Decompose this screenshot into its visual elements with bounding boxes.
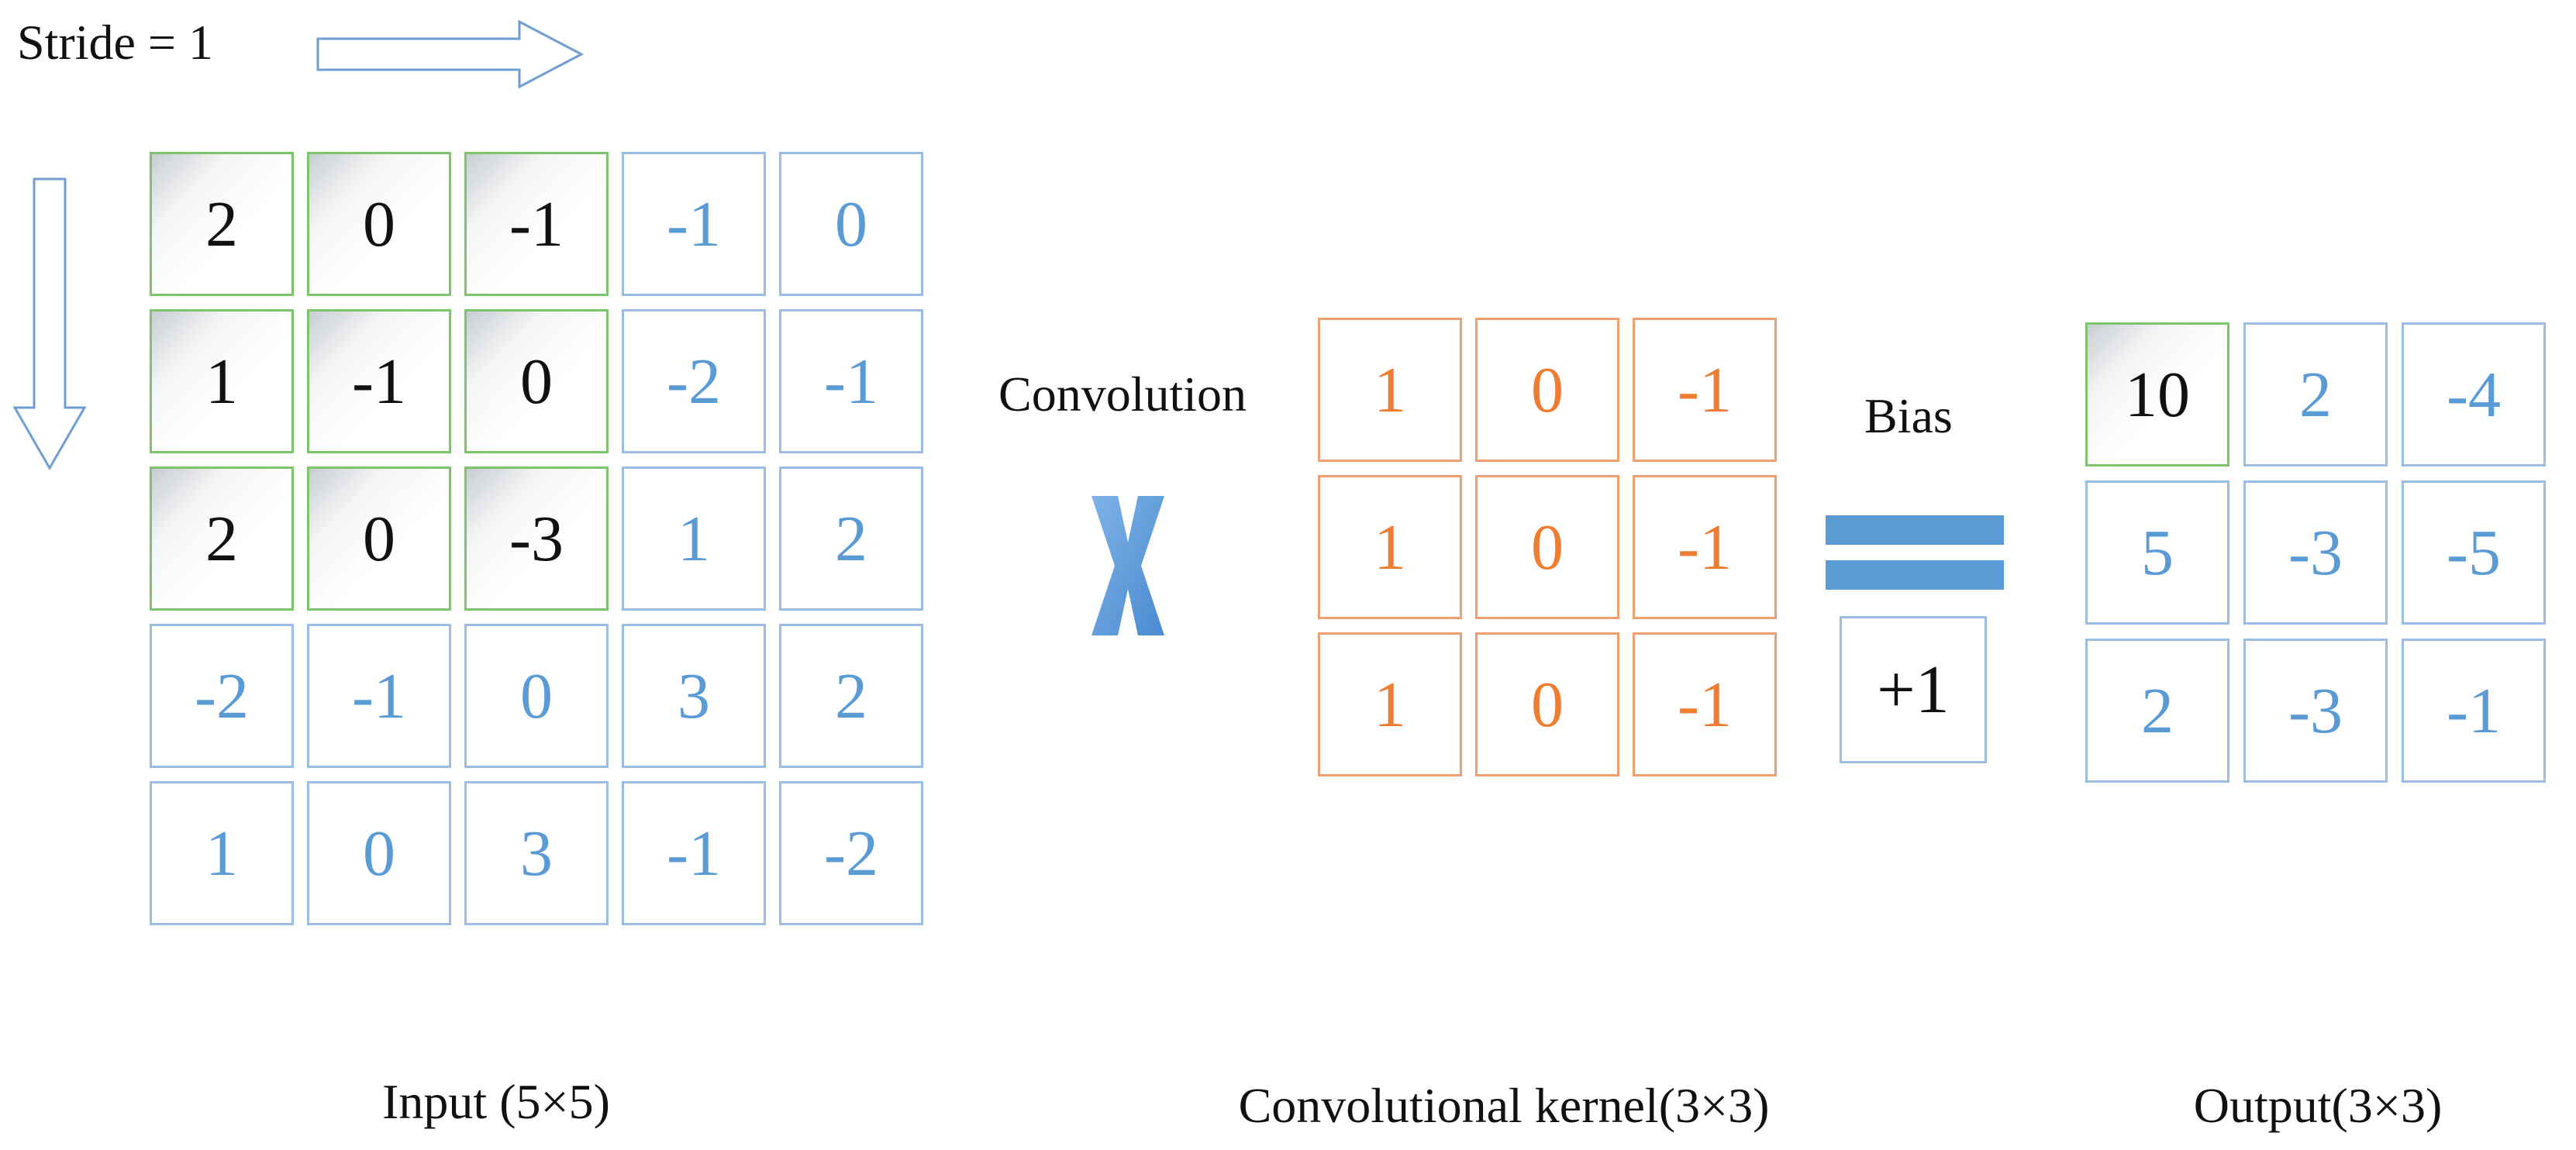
input-cell: 3	[622, 624, 766, 768]
input-caption: Input (5×5)	[382, 1074, 610, 1129]
equals-icon	[1826, 515, 2004, 590]
right-arrow-icon	[316, 19, 585, 89]
output-cell: 5	[2085, 480, 2229, 625]
output-cell: -4	[2402, 322, 2546, 467]
input-cell: 2	[779, 467, 923, 611]
input-cell: 0	[464, 309, 609, 453]
output-cell: -1	[2402, 639, 2546, 783]
kernel-cell: 0	[1475, 475, 1619, 619]
input-cell: 2	[150, 152, 294, 296]
multiply-icon	[1091, 496, 1164, 635]
output-cell: 2	[2085, 639, 2229, 783]
input-cell: -1	[307, 309, 451, 453]
input-cell: 0	[307, 152, 451, 296]
input-cell: 0	[307, 467, 451, 611]
kernel-cell: 1	[1318, 318, 1462, 462]
output-cell: 10	[2085, 322, 2229, 467]
input-cell: 1	[150, 781, 294, 925]
input-cell: -2	[150, 624, 294, 768]
input-cell: -2	[622, 309, 766, 453]
kernel-caption: Convolutional kernel(3×3)	[1238, 1078, 1770, 1133]
output-caption: Output(3×3)	[2193, 1078, 2443, 1133]
input-cell: -1	[779, 309, 923, 453]
input-cell: -2	[779, 781, 923, 925]
input-cell: 2	[779, 624, 923, 768]
bias-label: Bias	[1864, 388, 1953, 443]
kernel-cell: 0	[1475, 632, 1619, 776]
input-cell: -1	[464, 152, 609, 296]
kernel-cell: 1	[1318, 632, 1462, 776]
output-cell: -3	[2243, 639, 2388, 783]
input-cell: 1	[622, 467, 766, 611]
output-cell: -3	[2243, 480, 2388, 625]
kernel-cell: -1	[1633, 318, 1777, 462]
input-cell: -1	[307, 624, 451, 768]
bias-value-box: +1	[1840, 616, 1987, 763]
input-cell: 0	[779, 152, 923, 296]
input-cell: -1	[622, 781, 766, 925]
kernel-cell: 0	[1475, 318, 1619, 462]
convolution-label: Convolution	[998, 367, 1247, 422]
input-cell: 0	[307, 781, 451, 925]
input-cell: 2	[150, 467, 294, 611]
output-cell: 2	[2243, 322, 2388, 467]
input-cell: 3	[464, 781, 609, 925]
kernel-cell: 1	[1318, 475, 1462, 619]
kernel-cell: -1	[1633, 475, 1777, 619]
input-cell: 1	[150, 309, 294, 453]
input-cell: -3	[464, 467, 609, 611]
kernel-cell: -1	[1633, 632, 1777, 776]
input-cell: 0	[464, 624, 609, 768]
output-cell: -5	[2402, 480, 2546, 625]
stride-label: Stride = 1	[17, 15, 213, 70]
down-arrow-icon	[12, 177, 87, 471]
input-cell: -1	[622, 152, 766, 296]
